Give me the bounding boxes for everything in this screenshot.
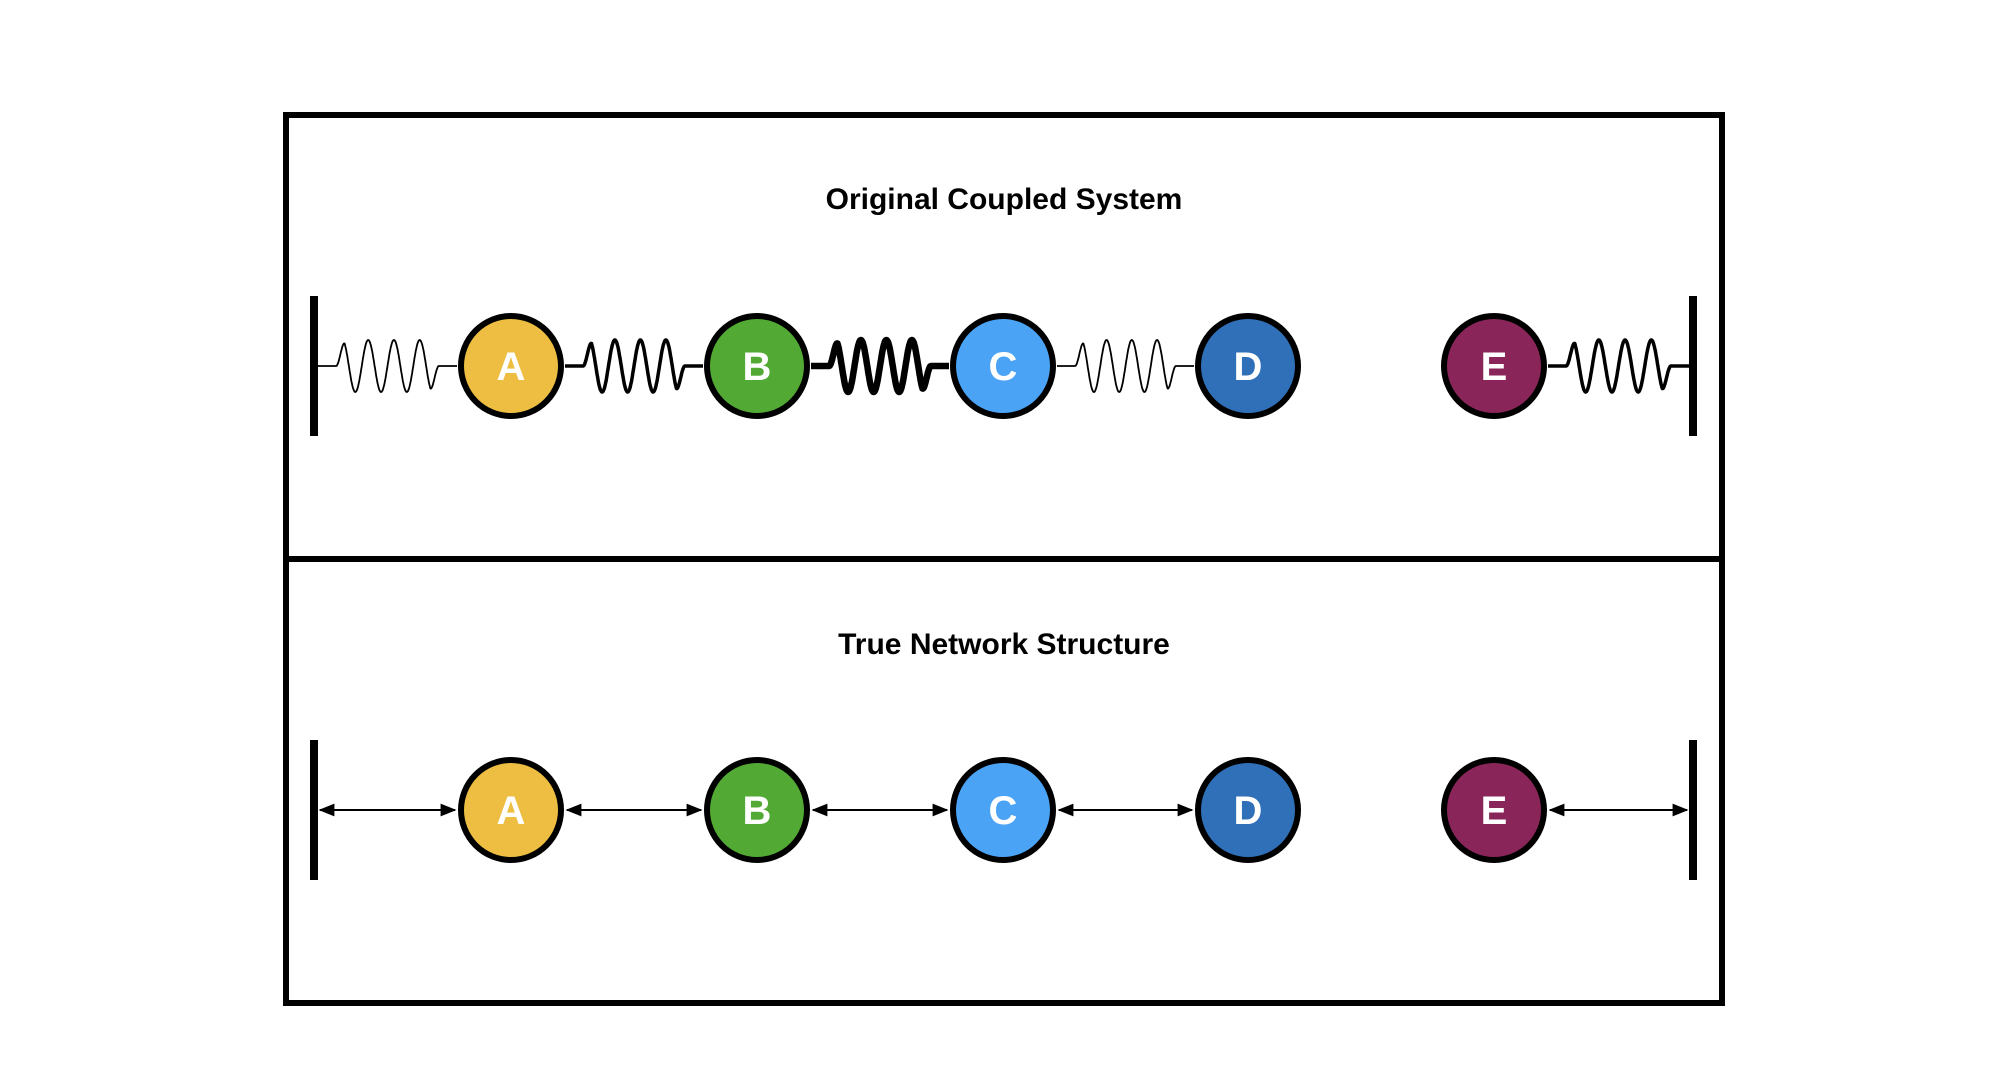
node-c-network: C (950, 757, 1056, 863)
node-d-coupled: D (1195, 313, 1301, 419)
spring-e-right-wall (1548, 338, 1689, 394)
coupled-nodes: A B C D E (458, 313, 1547, 419)
node-label: E (1481, 789, 1508, 833)
network-structure-panel: True Network Structure A B C D E (283, 556, 1725, 1006)
node-label: C (989, 789, 1018, 833)
spring-left-wall-a (318, 339, 457, 393)
node-circle (1441, 313, 1547, 419)
spring-c-d (1057, 339, 1194, 393)
node-e-network: E (1441, 757, 1547, 863)
network-panel-title: True Network Structure (838, 628, 1170, 661)
node-d-network: D (1195, 757, 1301, 863)
node-circle (1195, 313, 1301, 419)
node-circle (704, 313, 810, 419)
node-a-coupled: A (458, 313, 564, 419)
node-circle (704, 757, 810, 863)
node-label: C (989, 345, 1018, 389)
node-label: B (743, 345, 772, 389)
coupled-panel-title: Original Coupled System (826, 183, 1183, 216)
spring-links (318, 336, 1689, 396)
node-a-network: A (458, 757, 564, 863)
network-panel-frame (283, 556, 1725, 1006)
coupled-system-panel: Original Coupled System A B C D E (283, 112, 1725, 562)
node-b-network: B (704, 757, 810, 863)
node-label: A (497, 789, 526, 833)
node-b-coupled: B (704, 313, 810, 419)
node-c-coupled: C (950, 313, 1056, 419)
node-circle (1195, 757, 1301, 863)
node-circle (458, 313, 564, 419)
node-label: D (1234, 789, 1263, 833)
node-circle (950, 757, 1056, 863)
node-circle (1441, 757, 1547, 863)
network-nodes: A B C D E (458, 757, 1547, 863)
spring-a-b (565, 338, 703, 394)
spring-b-c (811, 336, 949, 396)
node-label: D (1234, 345, 1263, 389)
node-e-coupled: E (1441, 313, 1547, 419)
node-circle (458, 757, 564, 863)
node-label: A (497, 345, 526, 389)
node-label: B (743, 789, 772, 833)
node-circle (950, 313, 1056, 419)
node-label: E (1481, 345, 1508, 389)
